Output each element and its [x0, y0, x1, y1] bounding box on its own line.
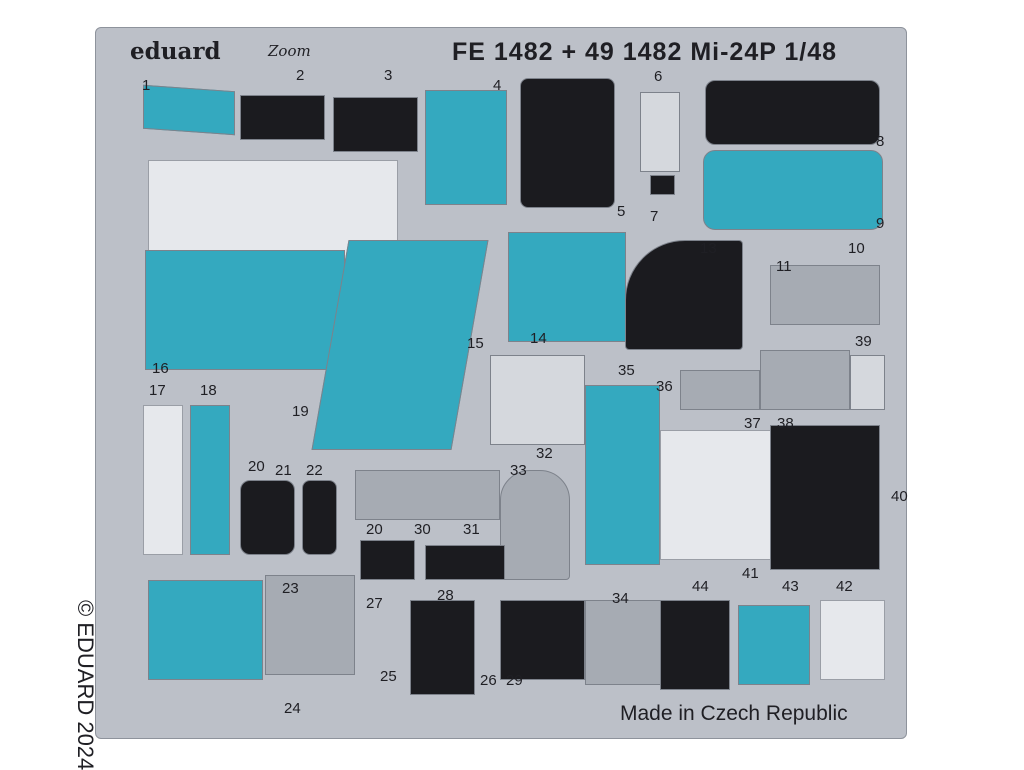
part-30-31 [355, 470, 500, 520]
part-number-39: 39 [855, 333, 872, 350]
part-42 [820, 600, 885, 680]
part-number-20b: 20 [366, 521, 383, 538]
part-number-34: 34 [612, 590, 629, 607]
part-36-37 [680, 370, 760, 410]
part-number-42: 42 [836, 578, 853, 595]
part-number-17: 17 [149, 382, 166, 399]
part-number-11: 11 [776, 258, 792, 275]
part-17 [143, 405, 183, 555]
part-number-1: 1 [142, 77, 151, 94]
part-number-30: 30 [414, 521, 431, 538]
part-number-24: 24 [284, 700, 301, 717]
part-number-20a: 20 [248, 458, 265, 475]
part-number-8: 8 [876, 133, 885, 150]
part-number-7: 7 [650, 208, 659, 225]
copyright-text: © EDUARD 2024 [73, 600, 98, 770]
made-in-label: Made in Czech Republic [620, 702, 848, 725]
part-9 [703, 150, 883, 230]
part-number-4: 4 [493, 77, 502, 94]
part-34 [585, 600, 665, 685]
part-number-25: 25 [380, 668, 397, 685]
part-38 [760, 350, 850, 410]
part-number-36: 36 [656, 378, 673, 395]
part-number-19: 19 [292, 403, 309, 420]
part-number-6: 6 [654, 68, 663, 85]
part-39 [850, 355, 885, 410]
part-24 [265, 575, 355, 675]
part-13 [625, 240, 743, 350]
part-number-38: 38 [777, 415, 794, 432]
part-5 [520, 78, 615, 208]
product-title: FE 1482 + 49 1482 Mi-24P 1/48 [452, 38, 838, 66]
brand-logo: eduard [130, 38, 221, 65]
part-number-9: 9 [876, 215, 885, 232]
part-number-41: 41 [742, 565, 759, 582]
part-1 [143, 84, 235, 136]
part-35 [585, 385, 660, 565]
part-10-11 [770, 265, 880, 325]
part-number-32: 32 [536, 445, 553, 462]
part-number-26: 26 [480, 672, 497, 689]
part-number-22: 22 [306, 462, 323, 479]
part-43 [738, 605, 810, 685]
part-18 [190, 405, 230, 555]
part-number-43: 43 [782, 578, 799, 595]
part-number-21: 21 [275, 462, 292, 479]
part-number-23: 23 [282, 580, 299, 597]
part-number-28: 28 [437, 587, 454, 604]
part-23 [148, 580, 263, 680]
part-44 [660, 600, 730, 690]
part-21 [240, 480, 295, 555]
part-14 [508, 232, 626, 342]
part-6 [640, 92, 680, 172]
part-number-29: 29 [506, 672, 523, 689]
part-number-10: 10 [848, 240, 865, 257]
part-40 [770, 425, 880, 570]
part-15-32 [490, 355, 585, 445]
part-25-26 [410, 600, 475, 695]
part-number-18: 18 [200, 382, 217, 399]
part-number-33: 33 [510, 462, 527, 479]
part-number-27: 27 [366, 595, 383, 612]
part-41 [660, 430, 780, 560]
part-28 [425, 545, 505, 580]
zoom-logo: Zoom [268, 42, 311, 60]
part-3 [333, 97, 418, 152]
part-29 [500, 600, 585, 680]
part-number-16: 16 [152, 360, 169, 377]
part-number-13: 13 [700, 240, 717, 257]
part-number-40: 40 [891, 488, 908, 505]
part-number-44: 44 [692, 578, 709, 595]
part-number-3: 3 [384, 67, 393, 84]
part-22 [302, 480, 337, 555]
part-number-14: 14 [530, 330, 547, 347]
part-number-5: 5 [617, 203, 626, 220]
part-33 [500, 470, 570, 580]
part-4 [425, 90, 507, 205]
part-number-35: 35 [618, 362, 635, 379]
part-number-2: 2 [296, 67, 305, 84]
part-2 [240, 95, 325, 140]
part-number-15: 15 [467, 335, 484, 352]
part-number-37: 37 [744, 415, 761, 432]
part-16 [145, 250, 345, 370]
part-8 [705, 80, 880, 145]
part-7 [650, 175, 675, 195]
part-27 [360, 540, 415, 580]
part-number-31: 31 [463, 521, 480, 538]
